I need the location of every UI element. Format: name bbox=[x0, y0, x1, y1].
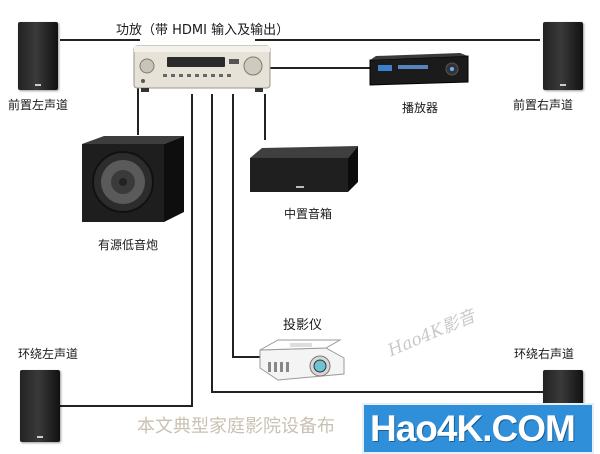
caption: 本文典型家庭影院设备布 bbox=[137, 416, 335, 437]
surround-right-label: 环绕右声道 bbox=[514, 347, 575, 361]
wire-surround-left bbox=[60, 94, 193, 407]
wire-surround-right bbox=[211, 94, 543, 393]
center-speaker bbox=[248, 144, 360, 194]
center-label: 中置音箱 bbox=[284, 207, 333, 221]
player-label: 播放器 bbox=[402, 101, 439, 115]
brand-banner: Hao4K.COM bbox=[362, 403, 594, 454]
amplifier-label: 功放（带 HDMI 输入及输出） bbox=[116, 23, 290, 38]
amplifier bbox=[133, 44, 271, 94]
surround-left-label: 环绕左声道 bbox=[18, 347, 79, 361]
brand-text: Hao4K.COM bbox=[370, 408, 576, 449]
surround-left-speaker bbox=[20, 370, 60, 442]
front-right-speaker bbox=[543, 22, 583, 90]
subwoofer-label: 有源低音炮 bbox=[98, 238, 159, 252]
front-left-speaker bbox=[18, 22, 58, 90]
projector bbox=[256, 336, 348, 382]
front-right-label: 前置右声道 bbox=[513, 98, 574, 112]
projector-label: 投影仪 bbox=[283, 318, 323, 333]
media-player bbox=[368, 52, 472, 88]
front-left-label: 前置左声道 bbox=[8, 98, 69, 112]
wire-projector bbox=[232, 94, 260, 358]
subwoofer bbox=[80, 134, 186, 226]
